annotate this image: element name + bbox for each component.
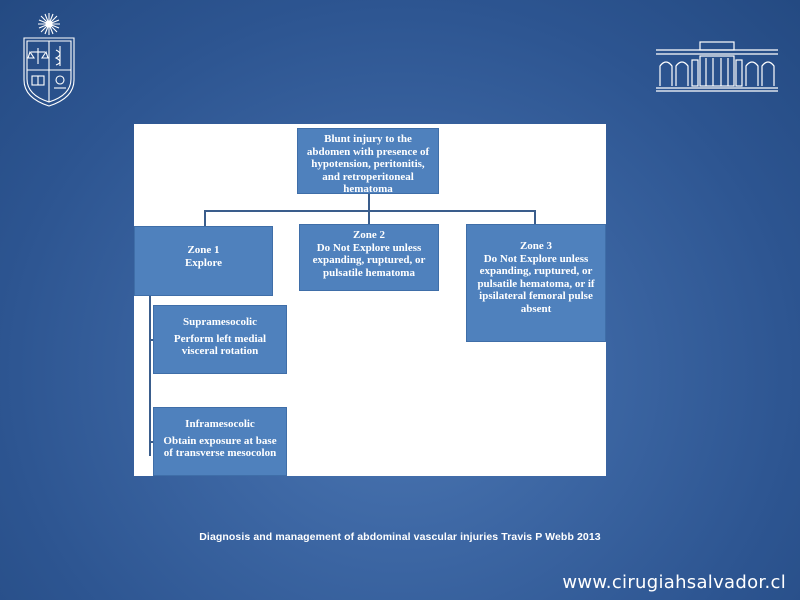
- zone2-text: Do Not Explore unless expanding, rupture…: [312, 241, 426, 279]
- zone3-connector: [534, 210, 536, 224]
- inframesocolic-text: Obtain exposure at base of transverse me…: [163, 434, 277, 460]
- zone1-title: Zone 1: [187, 244, 220, 256]
- zone3-title: Zone 3: [519, 240, 553, 252]
- source-caption: Diagnosis and management of abdominal va…: [199, 531, 601, 543]
- flowchart-panel: Blunt injury to the abdomen with presenc…: [134, 124, 606, 476]
- root-node: Blunt injury to the abdomen with presenc…: [297, 128, 439, 195]
- zone1-text: Explore: [184, 256, 223, 269]
- zone1-node: Zone 1 Explore: [134, 226, 273, 296]
- infra-connector: [149, 441, 153, 443]
- zone1-sub-vertical-connector: [149, 296, 151, 456]
- inframesocolic-node: Inframesocolic Obtain exposure at base o…: [153, 407, 287, 476]
- root-connector: [368, 194, 370, 210]
- zone2-node: Zone 2 Do Not Explore unless expanding, …: [299, 224, 439, 291]
- supramesocolic-node: Supramesocolic Perform left medial visce…: [153, 305, 287, 374]
- supramesocolic-text: Perform left medial visceral rotation: [173, 332, 267, 358]
- root-node-text: Blunt injury to the abdomen with presenc…: [306, 133, 430, 195]
- website-footer: www.cirugiahsalvador.cl: [562, 572, 786, 593]
- supra-connector: [149, 339, 153, 341]
- zone3-text: Do Not Explore unless expanding, rupture…: [477, 252, 595, 315]
- zone1-connector: [204, 210, 206, 226]
- university-crest-logo: [23, 13, 75, 107]
- zone3-node: Zone 3 Do Not Explore unless expanding, …: [466, 224, 606, 342]
- hospital-building-logo: [656, 41, 778, 92]
- zone2-connector: [368, 210, 370, 224]
- zone2-title: Zone 2: [352, 229, 386, 241]
- supramesocolic-title: Supramesocolic: [183, 316, 257, 328]
- inframesocolic-title: Inframesocolic: [185, 418, 255, 430]
